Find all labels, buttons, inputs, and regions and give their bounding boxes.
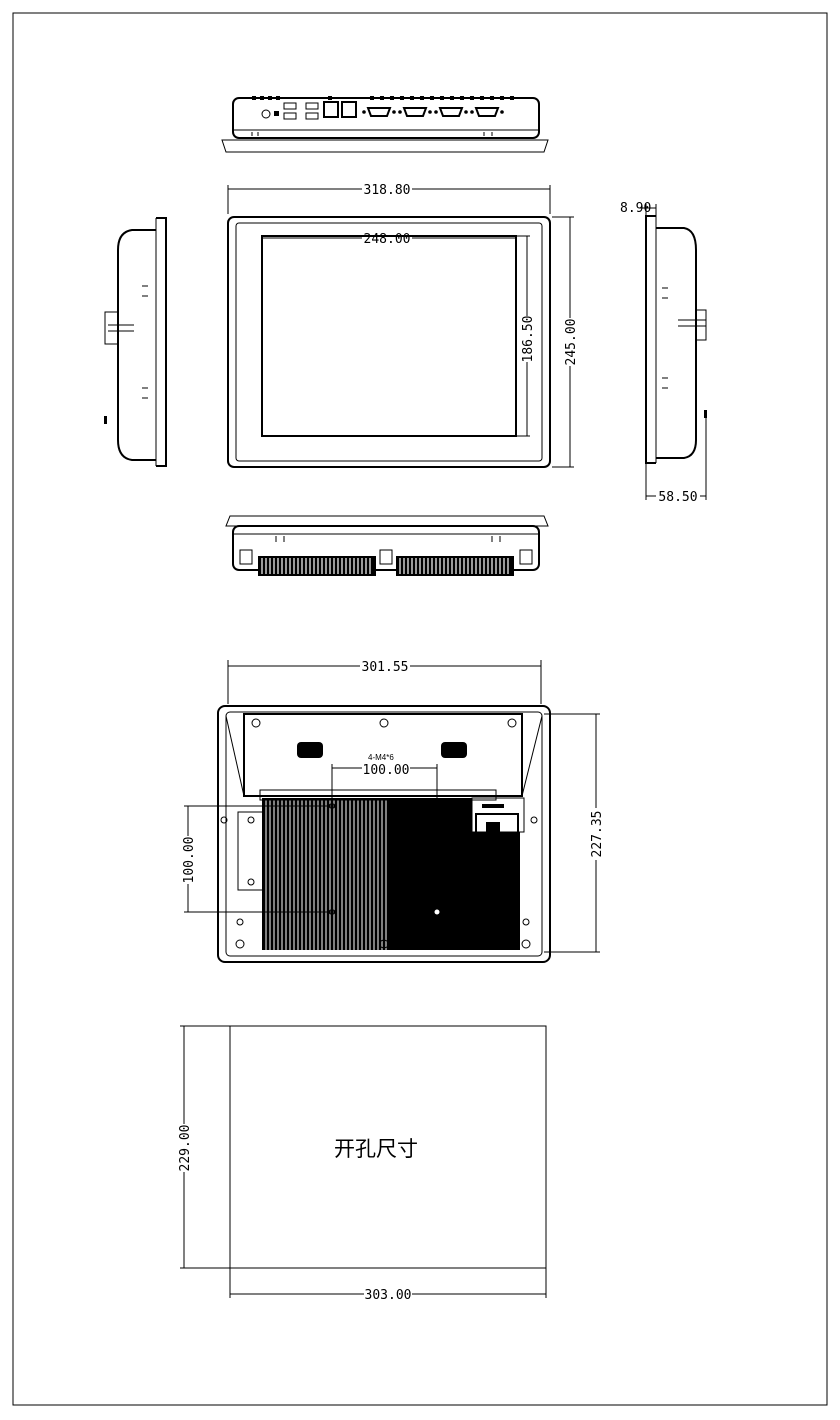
right-side-view: 8.90 58.50 — [620, 201, 707, 505]
depth-dimension: 58.50 — [658, 490, 697, 505]
bottom-view — [225, 515, 549, 576]
cutout-width-dimension: 303.00 — [365, 1288, 412, 1303]
io-ports — [251, 101, 504, 136]
hole-spacing-vertical-dimension: 100.00 — [182, 837, 197, 884]
front-width-dimension: 318.80 — [364, 183, 411, 198]
bezel-thickness-dimension: 8.90 — [620, 201, 651, 216]
speaker-grille-left — [297, 742, 323, 758]
screen-height-dimension: 186.50 — [521, 316, 536, 363]
mounting-hole-note: 4-M4*6 — [368, 753, 394, 762]
front-height-dimension: 245.00 — [564, 319, 579, 366]
front-view: 318.80 248.00 186.50 245.00 — [227, 183, 579, 468]
top-view — [221, 96, 549, 153]
cutout-title: 开孔尺寸 — [334, 1137, 418, 1161]
rear-width-dimension: 301.55 — [362, 660, 409, 675]
hole-spacing-horizontal-dimension: 100.00 — [363, 763, 410, 778]
top-fins — [252, 96, 514, 100]
speaker-grille-right — [441, 742, 467, 758]
panel-cutout: 开孔尺寸 229.00 303.00 — [178, 1025, 547, 1303]
rear-height-dimension: 227.35 — [590, 811, 605, 858]
rear-view: 301.55 227.35 4-M4*6 100.00 100.00 — [182, 660, 605, 963]
sheet-border — [12, 12, 828, 1406]
cutout-height-dimension: 229.00 — [178, 1125, 193, 1172]
left-side-view — [104, 217, 167, 467]
screen-width-dimension: 248.00 — [364, 232, 411, 247]
